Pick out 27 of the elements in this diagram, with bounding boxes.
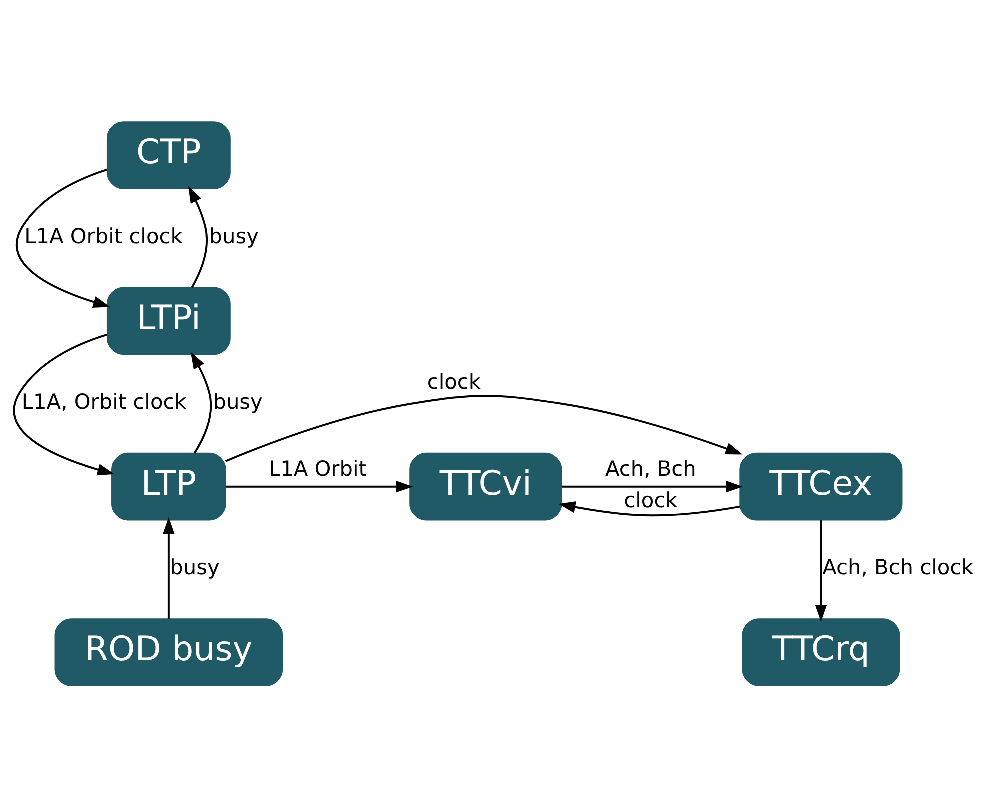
edge-label: busy: [213, 389, 263, 414]
node-box: TTCrq: [742, 618, 900, 686]
edge-label: clock: [427, 370, 481, 394]
node-box: TTCex: [740, 452, 903, 520]
edge-label: clock: [624, 488, 678, 512]
node-box: ROD busy: [54, 618, 284, 686]
node-box: CTP: [106, 121, 231, 189]
arrow: [188, 186, 208, 288]
arrow: [558, 500, 740, 516]
arrow: [562, 480, 744, 492]
edge-label: busy: [209, 224, 259, 248]
edge-label: L1A Orbit: [268, 456, 367, 481]
arrow: [13, 333, 115, 476]
arrow: [226, 480, 414, 492]
edge-label: busy: [170, 555, 220, 580]
node-box: LTPi: [106, 286, 231, 355]
edge-label: Ach, Bch clock: [822, 555, 974, 580]
edge-label: Ach, Bch: [606, 456, 696, 481]
arrow: [16, 168, 110, 308]
edge-label: L1A, Orbit clock: [22, 389, 187, 414]
arrow: [190, 352, 212, 454]
edge-label: L1A Orbit clock: [24, 224, 183, 248]
arrow: [815, 520, 828, 622]
node-box: LTP: [112, 452, 226, 520]
node-box: TTCvi: [410, 452, 562, 520]
arrow: [162, 516, 175, 619]
arrow: [225, 394, 743, 462]
